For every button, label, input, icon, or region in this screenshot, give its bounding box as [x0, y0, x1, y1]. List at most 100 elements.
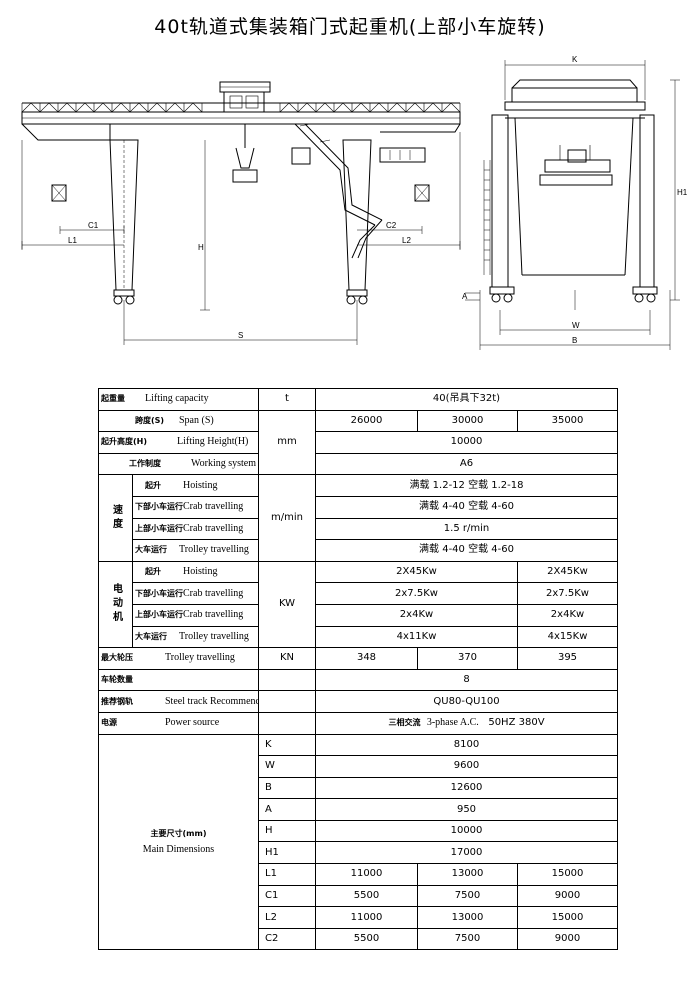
- row-value: 2x4Kw: [517, 603, 618, 627]
- row-label-en: Trolley travelling: [165, 652, 235, 664]
- dim-key: H1: [258, 841, 316, 865]
- row-label-en: Crab travelling: [183, 609, 244, 621]
- row-label-en: Hoisting: [183, 479, 218, 491]
- row-label-zh: 跨度(S): [135, 415, 165, 425]
- row-label-en: Crab travelling: [183, 501, 244, 513]
- table-row: L2 11000 13000 15000: [99, 906, 618, 929]
- row-value: 2x7.5Kw: [517, 582, 618, 605]
- row-value: 2X45Kw: [315, 560, 518, 584]
- dim-key: C2: [258, 927, 316, 951]
- table-row: C2 5500 7500 9000: [99, 927, 618, 951]
- dim-k-label: K: [572, 55, 578, 64]
- row-label-en: Trolley travelling: [179, 630, 249, 642]
- table-row: 大车运行 Trolley travelling 4x11Kw 4x15Kw: [99, 625, 618, 649]
- power-value-en: 3-phase A.C.: [426, 717, 479, 729]
- table-row: L1 11000 13000 15000: [99, 863, 618, 886]
- row-unit: t: [258, 388, 316, 411]
- dim-c2-label: C2: [386, 221, 397, 230]
- dim-value: 15000: [517, 906, 618, 929]
- row-label-en: Crab travelling: [183, 522, 244, 534]
- row-value: 4x11Kw: [315, 625, 518, 649]
- dim-value: 11000: [315, 906, 418, 929]
- row-value: 三相交流 3-phase A.C. 50HZ 380V: [315, 711, 618, 735]
- row-unit: KN: [258, 647, 316, 670]
- row-value: 2X45Kw: [517, 560, 618, 584]
- dim-h1-label: H1: [677, 188, 688, 197]
- row-value: 满载 4-40 空载 4-60: [315, 495, 618, 519]
- row-value: 40(吊具下32t): [315, 388, 618, 411]
- dim-value: 7500: [417, 884, 518, 908]
- dim-key: B: [258, 776, 316, 800]
- dim-value: 7500: [417, 927, 518, 951]
- row-label-en: Lifting capacity: [145, 393, 209, 405]
- dim-value: 11000: [315, 863, 418, 886]
- speed-unit: m/min: [258, 474, 316, 562]
- row-label-zh: 上部小车运行: [135, 523, 183, 533]
- dim-key: H: [258, 819, 316, 843]
- dim-key: L2: [258, 906, 316, 929]
- row-label-en: Working system: [191, 458, 257, 470]
- dim-key: W: [258, 755, 316, 778]
- dim-w-label: W: [572, 321, 580, 330]
- power-value-spec: 50HZ 380V: [488, 717, 545, 729]
- dim-value: 950: [315, 798, 618, 821]
- row-label-zh: 大车运行: [135, 631, 167, 641]
- dim-a-label: A: [462, 292, 468, 301]
- row-label-zh: 大车运行: [135, 545, 167, 555]
- dims-label-zh: 主要尺寸(mm): [150, 828, 207, 838]
- dim-value: 13000: [417, 863, 518, 886]
- row-label-en: Power source: [165, 717, 220, 729]
- row-label-en: Span (S): [179, 414, 214, 426]
- dim-value: 10000: [315, 819, 618, 843]
- row-value: 1.5 r/min: [315, 517, 618, 541]
- row-value: 348: [315, 647, 418, 670]
- row-value: A6: [315, 452, 618, 476]
- dim-value: 9000: [517, 927, 618, 951]
- row-label-en: Steel track Recommended: [165, 695, 258, 707]
- dim-key: K: [258, 733, 316, 757]
- row-value: 35000: [517, 409, 618, 433]
- dim-s-label: S: [238, 331, 243, 340]
- row-label-zh: 下部小车运行: [135, 588, 183, 598]
- dim-l1-label: L1: [68, 236, 77, 245]
- dim-value: 13000: [417, 906, 518, 929]
- dim-value: 9600: [315, 755, 618, 778]
- dim-value: 9000: [517, 884, 618, 908]
- page-title: 40t轨道式集装箱门式起重机(上部小车旋转): [154, 16, 546, 38]
- dim-value: 12600: [315, 776, 618, 800]
- row-value: 满载 4-40 空载 4-60: [315, 539, 618, 562]
- row-value: 8: [315, 668, 618, 692]
- table-row: 电源 Power source 三相交流 3-phase A.C. 50HZ 38…: [98, 711, 618, 735]
- row-label-zh: 最大轮压: [101, 653, 133, 663]
- row-label-zh: 下部小车运行: [135, 502, 183, 512]
- dim-h-label: H: [198, 243, 204, 252]
- row-value: 满载 1.2-12 空载 1.2-18: [315, 474, 618, 497]
- dim-key: L1: [258, 863, 316, 886]
- speed-group-label: 速度: [98, 474, 133, 562]
- motor-group-label: 电动机: [98, 560, 133, 649]
- dims-group-label: 主要尺寸(mm) Main Dimensions: [98, 733, 259, 951]
- row-label-zh: 上部小车运行: [135, 610, 183, 620]
- row-value: 2x4Kw: [315, 603, 518, 627]
- table-row: B 12600: [99, 776, 618, 800]
- row-label-zh: 电源: [101, 718, 117, 728]
- dim-b-label: B: [572, 336, 577, 345]
- dim-value: 5500: [315, 884, 418, 908]
- table-row: 车轮数量 8: [98, 668, 618, 692]
- row-value: 30000: [417, 409, 518, 433]
- row-label-en: Crab travelling: [183, 587, 244, 599]
- row-value: 10000: [315, 431, 618, 454]
- row-value: 4x15Kw: [517, 625, 618, 649]
- front-elevation: [21, 81, 461, 345]
- row-label-zh: 推荐钢轨: [101, 696, 133, 706]
